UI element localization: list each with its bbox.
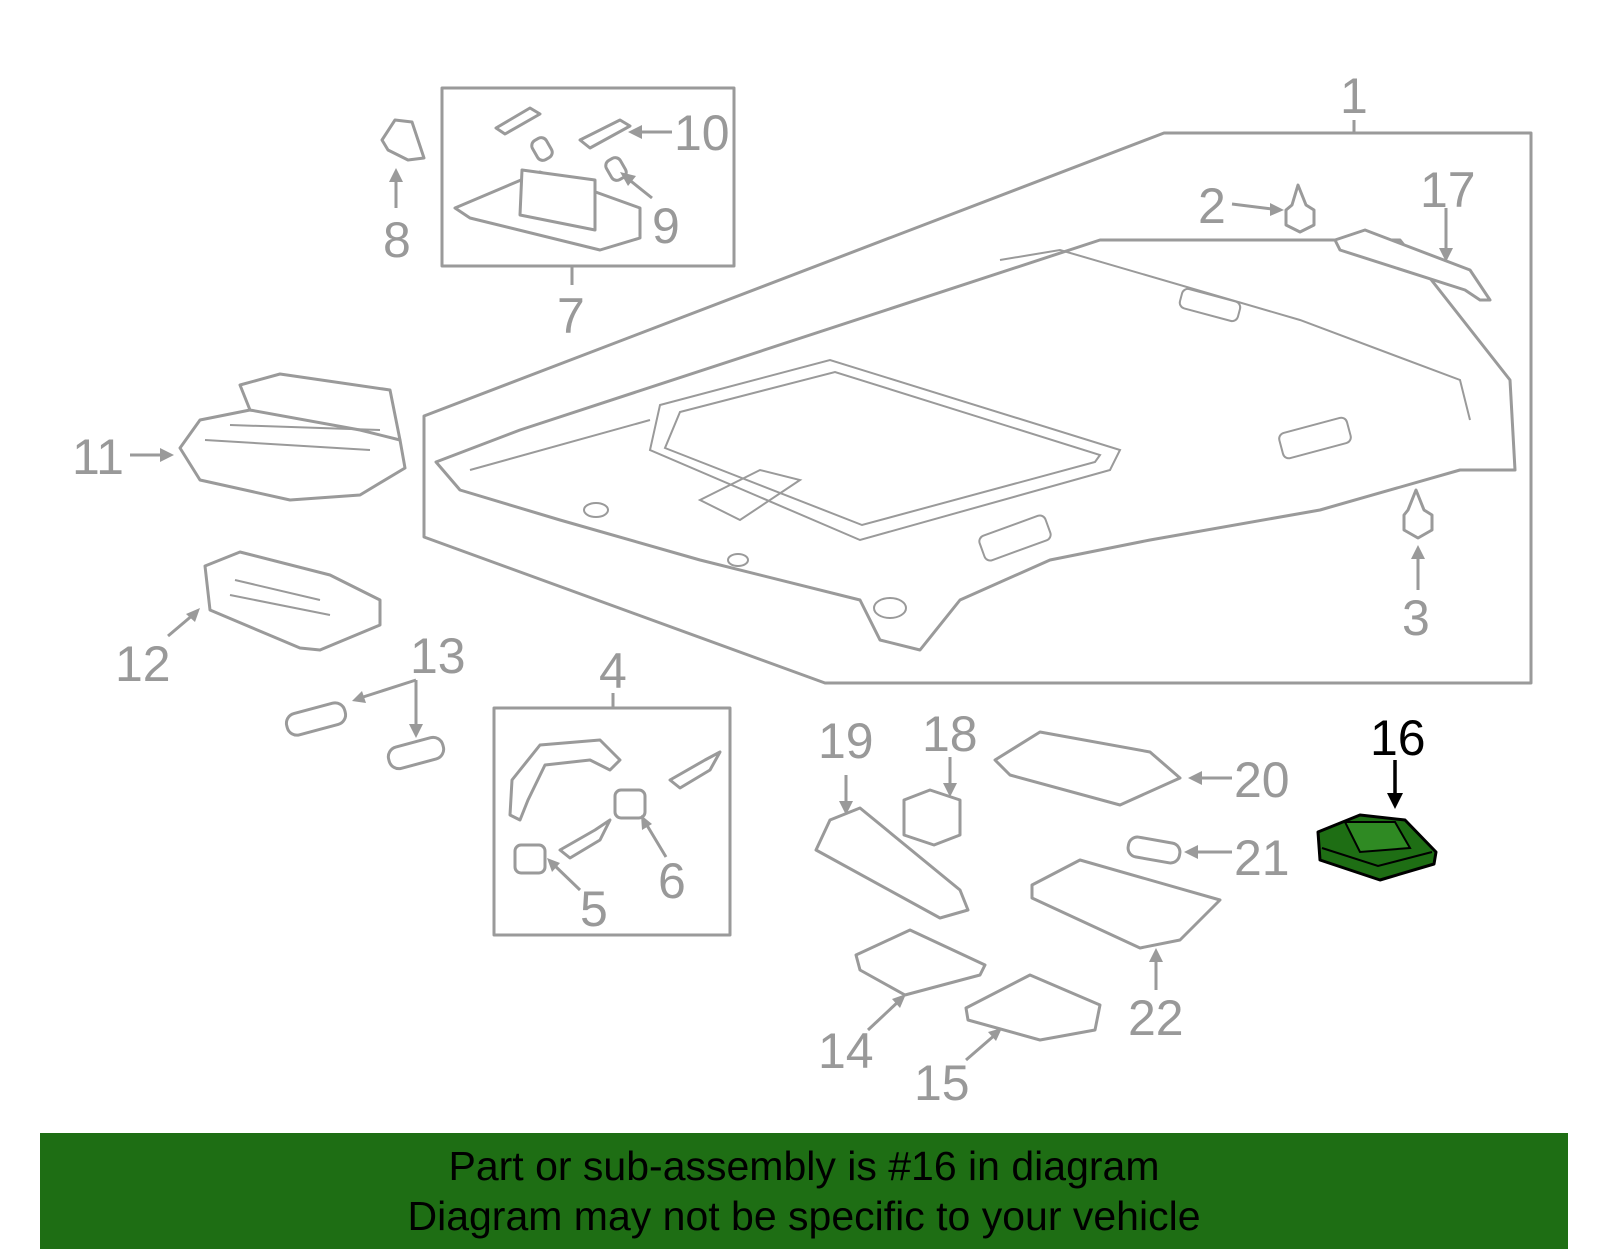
callout-2: 2 <box>1198 178 1226 234</box>
callout-6: 6 <box>658 853 686 909</box>
callout-12: 12 <box>115 636 171 692</box>
console-part-12 <box>167 550 382 652</box>
trim-part-17 <box>1333 208 1492 302</box>
banner-line-part: Part or sub-assembly is #16 in diagram <box>448 1143 1160 1189</box>
clip-part-2 <box>1231 183 1316 234</box>
callout-9: 9 <box>652 198 680 254</box>
clip-part-8 <box>380 118 426 208</box>
callout-19: 19 <box>818 713 874 769</box>
switch-part-18 <box>902 757 962 847</box>
clip-part-3 <box>1402 488 1434 590</box>
callout-1: 1 <box>1340 68 1368 124</box>
callout-21: 21 <box>1234 830 1290 886</box>
grab-handle-group-box <box>492 693 732 937</box>
banner-line-disclaimer: Diagram may not be specific to your vehi… <box>407 1193 1201 1239</box>
callout-7: 7 <box>557 288 585 344</box>
lens-part-22 <box>1030 858 1222 990</box>
callout-8: 8 <box>383 212 411 268</box>
callout-18: 18 <box>922 706 978 762</box>
callout-4: 4 <box>599 643 627 699</box>
callout-22: 22 <box>1128 990 1184 1046</box>
bulb-part-21 <box>1126 835 1232 865</box>
lamp-part-20 <box>993 730 1232 807</box>
callout-13: 13 <box>410 628 466 684</box>
lamp-part-19 <box>814 775 970 920</box>
callout-10: 10 <box>674 105 730 161</box>
console-part-11 <box>130 372 407 502</box>
callout-3: 3 <box>1402 590 1430 646</box>
lens-part-14 <box>854 928 987 1032</box>
bulbs-part-13 <box>284 678 446 771</box>
info-banner: Part or sub-assembly is #16 in diagram D… <box>40 1133 1568 1249</box>
module-part-16 <box>1316 760 1438 882</box>
callout-5: 5 <box>580 881 608 937</box>
lens-part-15 <box>964 973 1102 1062</box>
callout-17: 17 <box>1420 162 1476 218</box>
callout-14: 14 <box>818 1023 874 1079</box>
sunvisor-group-box <box>440 86 736 285</box>
callout-20: 20 <box>1234 752 1290 808</box>
callout-16: 16 <box>1370 710 1426 766</box>
callout-15: 15 <box>914 1055 970 1111</box>
callout-11: 11 <box>72 429 124 485</box>
